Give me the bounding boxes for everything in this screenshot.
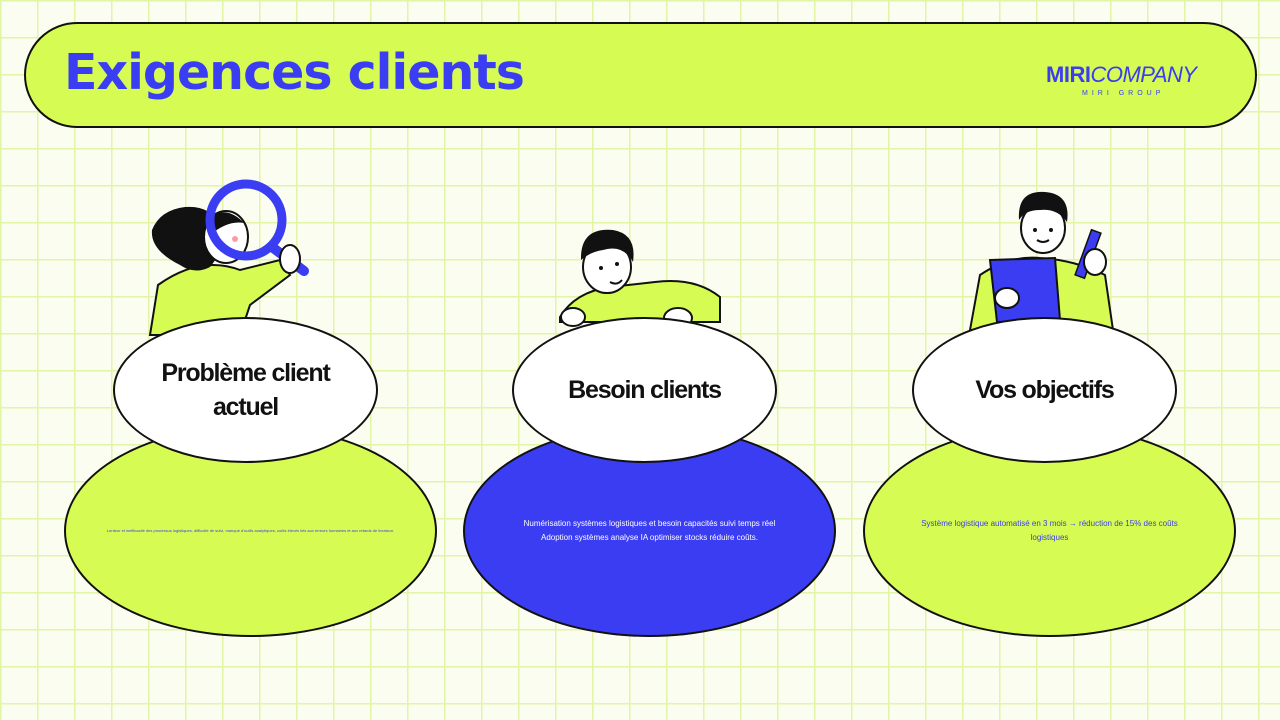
objectives-heading-pill: Vos objectifs xyxy=(912,317,1177,463)
customer-needs-line-2: Adoption systèmes analyse IA optimiser s… xyxy=(540,533,758,542)
logo-brand-italic: COMPANY xyxy=(1090,62,1197,87)
logo-brand-bold: MIRI xyxy=(1046,62,1091,87)
objectives-heading: Vos objectifs xyxy=(975,376,1114,404)
page-title: Exigences clients xyxy=(64,44,525,101)
objectives-text: Système logistique automatisé en 3 mois … xyxy=(921,519,1178,542)
logo-wordmark: MIRICOMPANY xyxy=(1046,62,1197,88)
logo-tagline: MIRI GROUP xyxy=(1082,90,1165,97)
customer-needs-text: Numérisation systèmes logistiques et bes… xyxy=(484,517,816,545)
current-problem-heading-pill: Problème client actuel xyxy=(113,317,378,463)
customer-needs-heading: Besoin clients xyxy=(568,376,722,404)
current-problem-heading: Problème client actuel xyxy=(161,359,330,421)
customer-needs-line-1: Numérisation systèmes logistiques et bes… xyxy=(523,519,776,528)
customer-needs-heading-pill: Besoin clients xyxy=(512,317,777,463)
man-peeking-illustration xyxy=(559,229,721,329)
man-with-clipboard-illustration xyxy=(968,191,1115,331)
current-problem-text: Lenteur et inefficacité des processus lo… xyxy=(106,528,395,533)
company-logo: MIRICOMPANY MIRI GROUP xyxy=(1046,62,1216,102)
woman-with-magnifier-illustration xyxy=(148,179,309,336)
header-bar: Exigences clients MIRICOMPANY MIRI GROUP xyxy=(24,22,1257,128)
